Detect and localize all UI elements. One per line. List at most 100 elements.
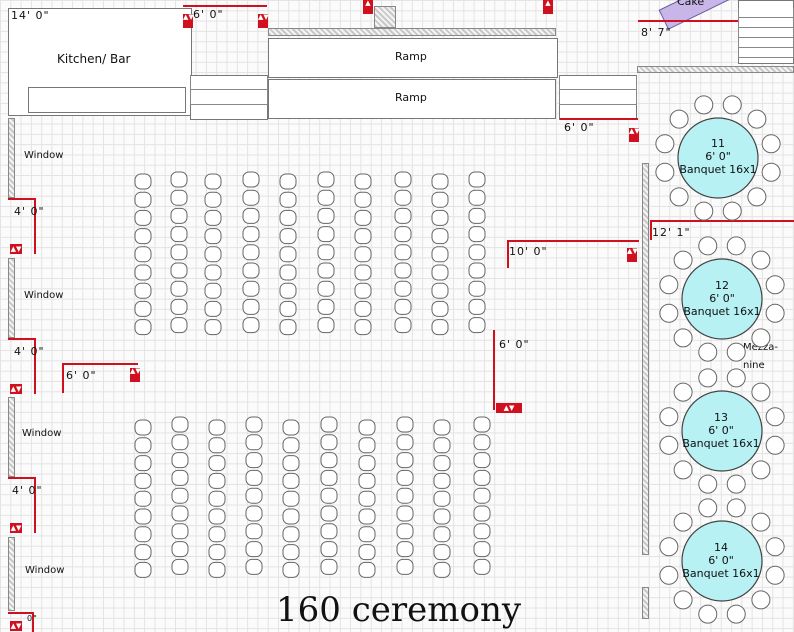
- ceremony-chair[interactable]: [431, 173, 449, 190]
- bar-counter[interactable]: [28, 87, 186, 113]
- banquet-chair[interactable]: [655, 162, 675, 182]
- ceremony-chair[interactable]: [208, 508, 226, 525]
- ceremony-chair[interactable]: [170, 171, 188, 188]
- ceremony-chair[interactable]: [433, 419, 451, 436]
- ceremony-chair[interactable]: [431, 191, 449, 208]
- ceremony-chair[interactable]: [208, 561, 226, 578]
- ceremony-chair[interactable]: [433, 544, 451, 561]
- ceremony-chair[interactable]: [473, 541, 491, 558]
- ceremony-chair[interactable]: [394, 317, 412, 334]
- ceremony-chair[interactable]: [317, 280, 335, 297]
- ceremony-chair[interactable]: [396, 541, 414, 558]
- ceremony-chair[interactable]: [468, 317, 486, 334]
- ceremony-chair[interactable]: [473, 487, 491, 504]
- ceremony-chair[interactable]: [242, 317, 260, 334]
- ceremony-chair[interactable]: [242, 298, 260, 315]
- ceremony-chair[interactable]: [170, 298, 188, 315]
- banquet-chair[interactable]: [669, 187, 689, 207]
- ceremony-chair[interactable]: [245, 469, 263, 486]
- ceremony-chair[interactable]: [468, 262, 486, 279]
- ceremony-chair[interactable]: [433, 490, 451, 507]
- ceremony-chair[interactable]: [245, 558, 263, 575]
- ceremony-chair[interactable]: [279, 228, 297, 245]
- ceremony-chair[interactable]: [279, 264, 297, 281]
- ceremony-chair[interactable]: [242, 189, 260, 206]
- ceremony-chair[interactable]: [204, 264, 222, 281]
- banquet-chair[interactable]: [726, 474, 746, 494]
- ceremony-chair[interactable]: [208, 455, 226, 472]
- ceremony-chair[interactable]: [394, 262, 412, 279]
- ceremony-chair[interactable]: [208, 472, 226, 489]
- ceremony-chair[interactable]: [320, 558, 338, 575]
- ceremony-chair[interactable]: [134, 455, 152, 472]
- banquet-chair[interactable]: [765, 537, 785, 557]
- banquet-chair[interactable]: [698, 236, 718, 256]
- ceremony-chair[interactable]: [431, 319, 449, 336]
- ceremony-chair[interactable]: [433, 437, 451, 454]
- banquet-chair[interactable]: [694, 201, 714, 221]
- ceremony-chair[interactable]: [171, 505, 189, 522]
- ceremony-chair[interactable]: [468, 171, 486, 188]
- ceremony-chair[interactable]: [204, 246, 222, 263]
- ceremony-chair[interactable]: [134, 264, 152, 281]
- ceremony-chair[interactable]: [354, 228, 372, 245]
- ceremony-chair[interactable]: [354, 246, 372, 263]
- banquet-chair[interactable]: [751, 382, 771, 402]
- ceremony-chair[interactable]: [134, 173, 152, 190]
- ceremony-chair[interactable]: [242, 171, 260, 188]
- ceremony-chair[interactable]: [134, 490, 152, 507]
- ceremony-chair[interactable]: [242, 262, 260, 279]
- banquet-chair[interactable]: [765, 275, 785, 295]
- ceremony-chair[interactable]: [358, 490, 376, 507]
- ceremony-chair[interactable]: [170, 317, 188, 334]
- banquet-chair[interactable]: [751, 512, 771, 532]
- ceremony-chair[interactable]: [358, 455, 376, 472]
- ceremony-chair[interactable]: [171, 452, 189, 469]
- ceremony-chair[interactable]: [468, 207, 486, 224]
- ceremony-chair[interactable]: [354, 191, 372, 208]
- banquet-chair[interactable]: [694, 95, 714, 115]
- ceremony-chair[interactable]: [433, 508, 451, 525]
- ceremony-chair[interactable]: [358, 437, 376, 454]
- ceremony-chair[interactable]: [431, 246, 449, 263]
- ceremony-chair[interactable]: [282, 490, 300, 507]
- ceremony-chair[interactable]: [245, 434, 263, 451]
- ceremony-chair[interactable]: [320, 523, 338, 540]
- ceremony-chair[interactable]: [358, 419, 376, 436]
- banquet-chair[interactable]: [722, 95, 742, 115]
- banquet-chair[interactable]: [659, 435, 679, 455]
- banquet-chair[interactable]: [726, 342, 746, 362]
- ceremony-chair[interactable]: [431, 209, 449, 226]
- ceremony-chair[interactable]: [473, 416, 491, 433]
- ceremony-chair[interactable]: [433, 455, 451, 472]
- banquet-chair[interactable]: [751, 250, 771, 270]
- ceremony-chair[interactable]: [468, 226, 486, 243]
- ceremony-chair[interactable]: [245, 541, 263, 558]
- table-13-text[interactable]: 13 6' 0" Banquet 16x1: [676, 411, 766, 450]
- ceremony-chair[interactable]: [279, 209, 297, 226]
- ceremony-chair[interactable]: [208, 419, 226, 436]
- ceremony-chair[interactable]: [320, 434, 338, 451]
- ceremony-chair[interactable]: [394, 207, 412, 224]
- banquet-table-14[interactable]: [681, 520, 763, 602]
- ceremony-chair[interactable]: [396, 434, 414, 451]
- ceremony-chair[interactable]: [208, 490, 226, 507]
- ceremony-chair[interactable]: [320, 416, 338, 433]
- ceremony-chair[interactable]: [394, 171, 412, 188]
- ceremony-chair[interactable]: [473, 523, 491, 540]
- ceremony-chair[interactable]: [134, 319, 152, 336]
- ceremony-chair[interactable]: [279, 173, 297, 190]
- ceremony-chair[interactable]: [317, 298, 335, 315]
- ceremony-chair[interactable]: [282, 526, 300, 543]
- ceremony-chair[interactable]: [170, 262, 188, 279]
- ceremony-chair[interactable]: [282, 472, 300, 489]
- banquet-chair[interactable]: [726, 236, 746, 256]
- ceremony-chair[interactable]: [134, 544, 152, 561]
- ceremony-chair[interactable]: [171, 487, 189, 504]
- ceremony-chair[interactable]: [134, 282, 152, 299]
- banquet-chair[interactable]: [765, 435, 785, 455]
- banquet-chair[interactable]: [722, 201, 742, 221]
- ceremony-chair[interactable]: [279, 191, 297, 208]
- banquet-chair[interactable]: [673, 512, 693, 532]
- ceremony-chair[interactable]: [473, 558, 491, 575]
